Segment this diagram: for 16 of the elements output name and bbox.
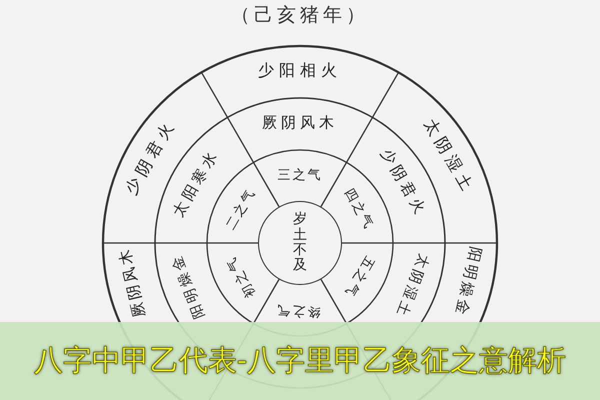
sector-label: 厥阴风木 — [115, 244, 150, 319]
sector-label: 太阴湿土 — [391, 251, 433, 321]
sector-label: 阳明燥金 — [167, 251, 209, 321]
caption: 八字中甲乙代表-八字里甲乙象征之意解析 — [34, 342, 566, 379]
sector-label: 三之气 — [278, 166, 322, 184]
sector-label: 终之气 — [274, 301, 320, 321]
sector-label: 阳明燥金 — [450, 244, 485, 319]
sector-label: 厥阴风木 — [262, 114, 338, 132]
sector-label: 五之气 — [340, 253, 378, 301]
sector-label: 四之气 — [340, 185, 378, 233]
sector-label: 初之气 — [222, 253, 260, 301]
center-circle — [258, 201, 342, 285]
sector-label: 二之气 — [222, 185, 260, 233]
sector-label: 少阳相火 — [258, 60, 342, 82]
title: （己亥猪年） — [230, 3, 370, 28]
center-label: 岁土不及 — [293, 212, 307, 274]
